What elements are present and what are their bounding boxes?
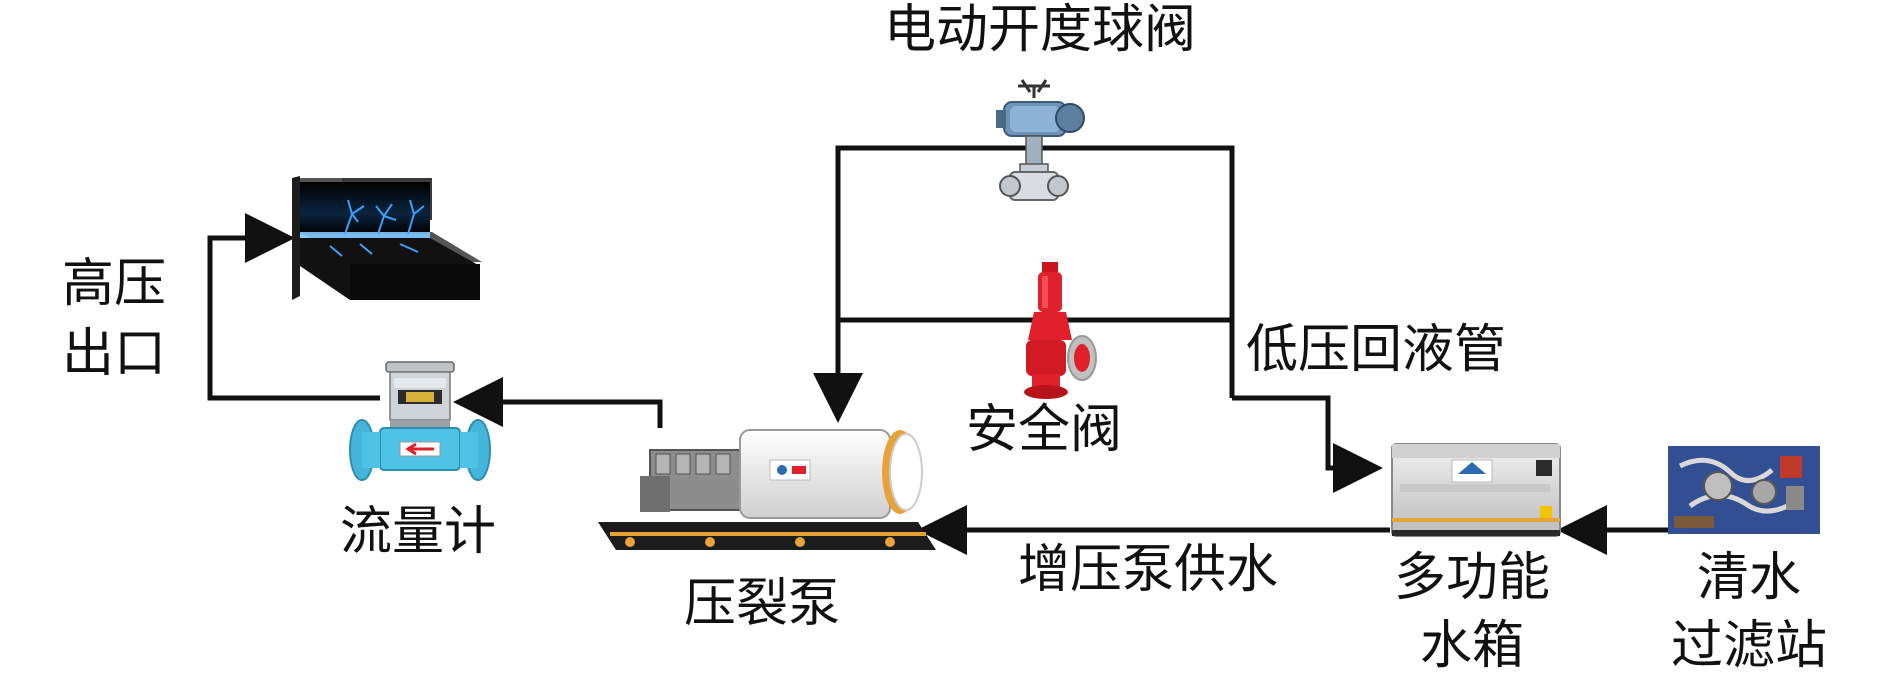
water-tank-label-line1: 多功能 bbox=[1393, 548, 1550, 608]
low-pressure-return-line bbox=[1232, 395, 1383, 493]
safety-valve-label: 安全阀 bbox=[966, 400, 1123, 460]
pump-to-flowmeter-line bbox=[453, 377, 663, 428]
fractured-rock-well-icon bbox=[292, 176, 482, 300]
filter-station-label-line1: 清水 bbox=[1696, 548, 1801, 608]
filter-station-label-line2: 过滤站 bbox=[1670, 616, 1827, 676]
high-pressure-outlet-label-line1: 高压 bbox=[62, 254, 167, 314]
flow-meter-icon bbox=[349, 361, 491, 481]
frac-pump-skid-icon bbox=[598, 429, 936, 550]
electric-valve-label: 电动开度球阀 bbox=[884, 0, 1197, 60]
flow-meter-label: 流量计 bbox=[340, 502, 497, 562]
multi-function-water-tank-icon bbox=[1391, 443, 1561, 537]
boost-supply-label: 增压泵供水 bbox=[1018, 540, 1279, 600]
low-pressure-return-label: 低压回液管 bbox=[1246, 320, 1507, 380]
safety-valve-icon bbox=[1024, 262, 1097, 399]
electric-ball-valve-icon bbox=[996, 79, 1085, 201]
high-pressure-outlet-label-line2: 出口 bbox=[62, 324, 167, 384]
high-pressure-outlet-line bbox=[207, 213, 380, 401]
filter-station-icon bbox=[1668, 446, 1820, 534]
water-tank-label-line2: 水箱 bbox=[1419, 616, 1524, 676]
frac-pump-label: 压裂泵 bbox=[684, 574, 841, 634]
